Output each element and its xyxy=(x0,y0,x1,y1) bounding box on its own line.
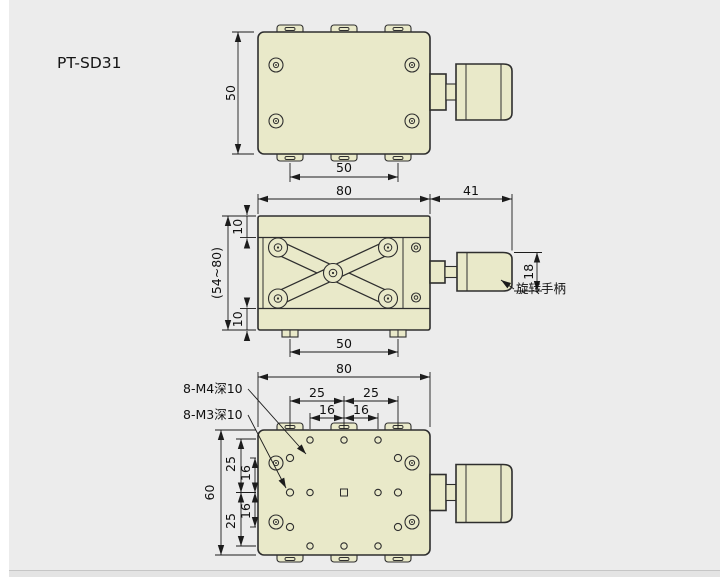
column-screw xyxy=(410,292,422,303)
dim-label: 25 xyxy=(223,456,238,472)
dim-bottom-width: 80 xyxy=(257,361,431,427)
top-view-body xyxy=(257,24,431,162)
dim-label: 16 xyxy=(353,402,369,417)
threaded-holes xyxy=(285,436,403,550)
m3-callout-label: 8-M3深10 xyxy=(183,407,243,422)
column-screw xyxy=(410,242,422,253)
scissor-mechanism xyxy=(267,237,422,309)
dim-height-range: (54~80) xyxy=(209,216,232,330)
handle-callout: 旋转手柄 xyxy=(500,279,566,296)
part-number-title: PT-SD31 xyxy=(57,54,121,72)
dim-label: 50 xyxy=(336,160,352,175)
dim-handle-length: 41 xyxy=(430,183,513,251)
top-view-plate xyxy=(257,31,431,155)
pivot-roller xyxy=(377,288,399,309)
corner-screw xyxy=(268,455,284,471)
dim-label: 80 xyxy=(336,361,352,376)
dim-bottom-plate: 10 xyxy=(222,297,256,341)
corner-screw xyxy=(268,514,284,530)
corner-screw xyxy=(268,113,284,129)
corner-screw xyxy=(404,57,420,73)
rotary-knob-bottom xyxy=(429,463,513,524)
dim-label: 16 xyxy=(238,465,253,481)
left-margin-strip xyxy=(0,0,9,577)
pivot-roller xyxy=(267,237,289,258)
dim-label: 16 xyxy=(319,402,335,417)
m4-callout: 8-M4深10 xyxy=(183,381,307,455)
dim-label: 18 xyxy=(521,264,536,280)
dim-label: 25 xyxy=(223,513,238,529)
dim-rows-left: 25 16 16 25 xyxy=(223,438,259,547)
dim-label: (54~80) xyxy=(209,247,224,299)
dim-label: 10 xyxy=(230,311,245,327)
base-feet xyxy=(281,329,407,338)
dim-cols-25: 25 25 xyxy=(289,385,399,429)
dim-label: 50 xyxy=(336,336,352,351)
rotary-knob-top xyxy=(429,63,513,121)
bottom-view: 80 25 25 16 16 60 xyxy=(183,361,513,563)
dim-handle-dia: 18 xyxy=(514,252,542,292)
pivot-roller xyxy=(267,288,289,309)
center-feature xyxy=(340,488,348,497)
corner-screw xyxy=(404,455,420,471)
front-view: 80 41 18 10 (54~80) xyxy=(209,183,566,357)
dim-top-slot-spacing: 50 xyxy=(289,160,399,182)
dim-label: 50 xyxy=(223,85,238,101)
bottom-view-plate xyxy=(257,429,431,556)
bottom-strip xyxy=(9,571,720,577)
dim-bottom-height: 60 xyxy=(202,429,256,556)
dim-label: 25 xyxy=(363,385,379,400)
center-pivot xyxy=(322,262,344,284)
bottom-view-body xyxy=(257,422,431,563)
dim-label: 80 xyxy=(336,183,352,198)
m3-callout: 8-M3深10 xyxy=(183,407,287,489)
dim-label: 10 xyxy=(230,219,245,235)
dim-top-height: 50 xyxy=(223,31,254,155)
dim-label: 60 xyxy=(202,485,217,501)
top-view: 50 50 xyxy=(223,24,513,182)
dim-cols-16: 16 16 xyxy=(309,402,379,429)
dim-label: 25 xyxy=(309,385,325,400)
corner-screw xyxy=(404,113,420,129)
pivot-roller xyxy=(377,237,399,258)
dim-label: 16 xyxy=(238,503,253,519)
corner-screw xyxy=(268,57,284,73)
m4-callout-label: 8-M4深10 xyxy=(183,381,243,396)
corner-screw xyxy=(404,514,420,530)
dim-front-slot-spacing: 50 xyxy=(289,336,399,357)
dim-label: 41 xyxy=(463,183,479,198)
handle-callout-label: 旋转手柄 xyxy=(516,281,566,296)
rotary-knob-front xyxy=(429,251,513,292)
